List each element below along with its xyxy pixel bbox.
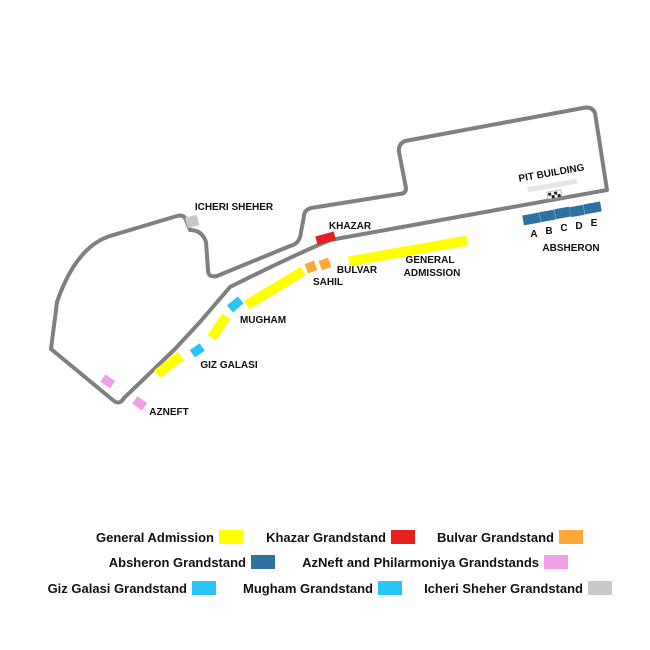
- sahil-label: SAHIL: [313, 277, 343, 288]
- legend-giz-galasi-label: Giz Galasi Grandstand: [48, 581, 187, 596]
- legend: General Admission Khazar Grandstand Bulv…: [48, 530, 612, 596]
- icheri-sheher-label: ICHERI SHEHER: [195, 202, 274, 213]
- absheron-section-b-label: B: [545, 226, 552, 237]
- general-admission-diagonal[interactable]: [244, 266, 306, 310]
- absheron-label: ABSHERON: [542, 243, 599, 254]
- mugham-grandstand[interactable]: [227, 296, 244, 313]
- bulvar-grandstand[interactable]: [318, 257, 332, 271]
- legend-giz-galasi-swatch: [192, 581, 216, 595]
- legend-khazar-swatch: [391, 530, 415, 544]
- giz-galasi-label: GIZ GALASI: [200, 360, 257, 371]
- absheron-section-d-label: D: [575, 221, 582, 232]
- legend-general-admission-swatch: [219, 530, 243, 544]
- azneft-label: AZNEFT: [149, 407, 188, 418]
- general-admission-straight[interactable]: [348, 235, 468, 267]
- legend-azneft-label: AzNeft and Philarmoniya Grandstands: [302, 555, 539, 570]
- sahil-grandstand[interactable]: [304, 260, 318, 274]
- legend-mugham-label: Mugham Grandstand: [243, 581, 373, 596]
- general-admission-label-line2: ADMISSION: [404, 268, 461, 279]
- legend-absheron-swatch: [251, 555, 275, 569]
- philarmoniya-grandstand[interactable]: [100, 374, 116, 389]
- bulvar-label: BULVAR: [337, 265, 378, 276]
- giz-galasi-grandstand[interactable]: [189, 343, 205, 358]
- azneft-grandstand[interactable]: [132, 396, 148, 411]
- absheron-section-e[interactable]: [583, 201, 602, 215]
- khazar-grandstand[interactable]: [315, 231, 336, 246]
- general-admission-label-line1: GENERAL: [406, 255, 455, 266]
- legend-general-admission-label: General Admission: [96, 530, 214, 545]
- absheron-section-c-label: C: [560, 223, 567, 234]
- legend-absheron-label: Absheron Grandstand: [109, 555, 246, 570]
- legend-icheri-sheher-swatch: [588, 581, 612, 595]
- absheron-section-a-label: A: [530, 229, 537, 240]
- mugham-label: MUGHAM: [240, 315, 286, 326]
- legend-mugham-swatch: [378, 581, 402, 595]
- absheron-section-c[interactable]: [554, 206, 571, 220]
- legend-azneft-swatch: [544, 555, 568, 569]
- absheron-section-d[interactable]: [569, 204, 585, 218]
- race-track: [49, 105, 609, 405]
- legend-khazar-label: Khazar Grandstand: [266, 530, 386, 545]
- legend-bulvar-swatch: [559, 530, 583, 544]
- absheron-grandstand[interactable]: [522, 201, 602, 226]
- khazar-label: KHAZAR: [329, 221, 372, 232]
- absheron-section-b[interactable]: [539, 209, 556, 223]
- icheri-sheher-grandstand[interactable]: [184, 214, 200, 229]
- general-admission-mid[interactable]: [207, 313, 231, 341]
- checkered-flag-icon: [546, 189, 563, 201]
- general-admission-lower[interactable]: [154, 351, 184, 379]
- legend-bulvar-label: Bulvar Grandstand: [437, 530, 554, 545]
- legend-icheri-sheher-label: Icheri Sheher Grandstand: [424, 581, 583, 596]
- absheron-section-a[interactable]: [522, 212, 541, 226]
- absheron-section-e-label: E: [591, 218, 598, 229]
- pit-building: [527, 178, 578, 193]
